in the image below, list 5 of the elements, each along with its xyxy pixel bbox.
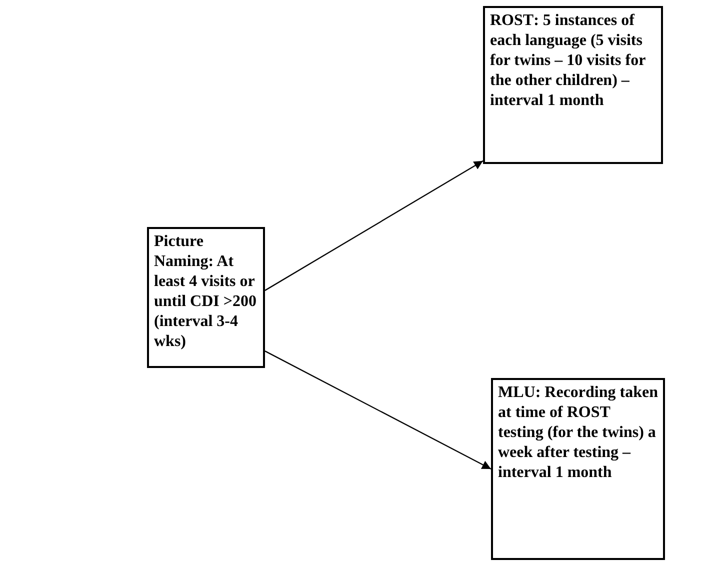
text-box: Picture Naming: At least 4 visits or until CDI >200 (interval 3-4 wks) (147, 227, 265, 368)
arrow (264, 350, 492, 470)
arrow (264, 160, 484, 291)
text-box: MLU: Recording taken at time of ROST testing (for the twins) a week after testing – interval 1 month (491, 378, 665, 560)
text-box: ROST: 5 instances of each language (5 visits for twins – 10 visits for the other children) – interval 1 month (483, 6, 663, 164)
